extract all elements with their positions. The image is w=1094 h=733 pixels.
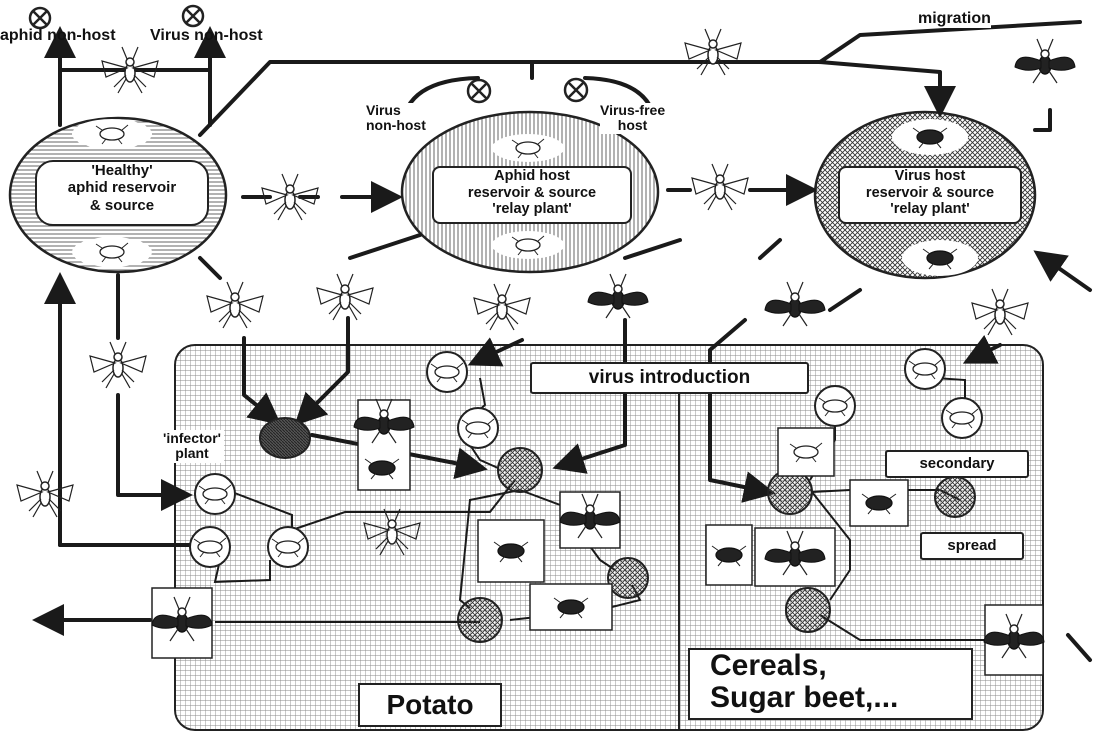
virus-non-host-mid-label: Virus non-host [366,103,426,134]
non-host-crossed-circle-icon [30,6,587,102]
infector-plant-label: 'infector' plant [160,430,224,463]
virus-non-host-top-label: Virus non-host [150,27,263,45]
secondary-label: secondary [885,450,1029,478]
virus-host-reservoir-label: Virus host reservoir & source 'relay pla… [838,166,1022,224]
cereals-sugar-beet-label: Cereals, Sugar beet,... [688,648,973,720]
aphid-host-reservoir-label: Aphid host reservoir & source 'relay pla… [432,166,632,224]
potato-label: Potato [358,683,502,727]
spread-label: spread [920,532,1024,560]
healthy-reservoir-label: 'Healthy' aphid reservoir & source [35,160,209,226]
virus-introduction-label: virus introduction [530,362,809,394]
aphid-non-host-label: aphid non-host [0,27,116,45]
virus-free-host-label: Virus-free host [600,103,665,134]
migration-label: migration [918,10,991,28]
